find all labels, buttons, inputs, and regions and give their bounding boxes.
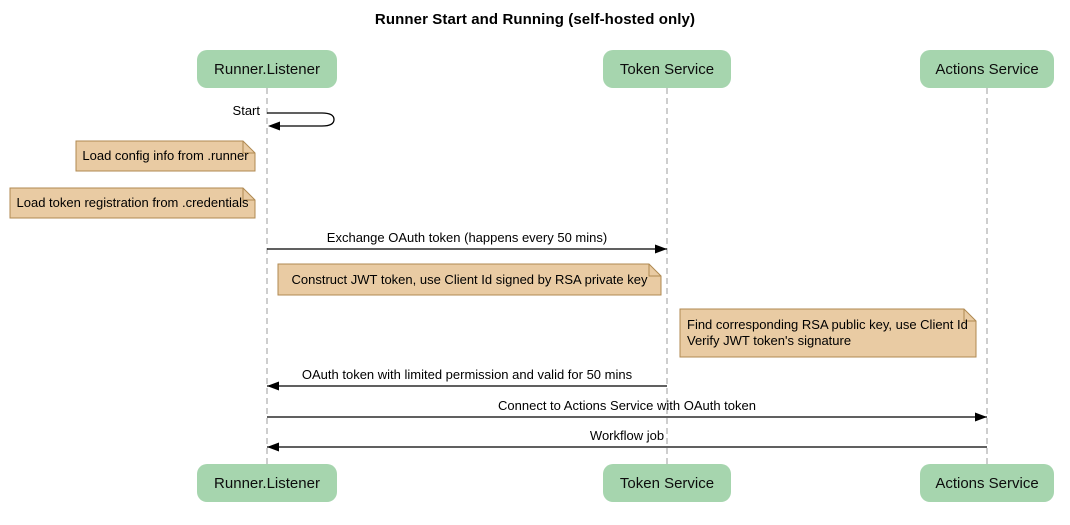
note-label-line: Find corresponding RSA public key, use C… [687,317,968,332]
diagram-title: Runner Start and Running (self-hosted on… [374,11,696,28]
note-label-line: Verify JWT token's signature [687,333,852,348]
arrowhead-icon [267,442,279,452]
participant-top-runner-listener: Runner.Listener [197,50,337,88]
note-shape [679,308,977,358]
arrowhead-icon [267,381,279,391]
arrowhead-icon [655,244,667,254]
arrowhead-icon [268,121,280,131]
note-label: Load token registration from .credential… [16,195,249,210]
note-fold-icon [242,188,255,201]
note-fold-icon [963,309,976,322]
participant-top-actions-service: Actions Service [920,50,1054,88]
self-message-label: Start [232,103,260,118]
note-label: Load config info from .runner [82,148,249,163]
note-label: Find corresponding RSA public key, use C… [680,309,976,357]
note-fold-icon [242,141,255,154]
self-message-loop [267,112,335,127]
participant-bottom-actions-service: Actions Service [920,464,1054,502]
arrowhead-icon [975,412,987,422]
note-shape [9,187,256,219]
note-label: Construct JWT token, use Client Id signe… [291,271,648,287]
participant-bottom-token-service: Token Service [603,464,731,502]
participant-bottom-runner-listener: Runner.Listener [197,464,337,502]
message-label: Workflow job [589,428,665,443]
note-fold-icon [648,264,661,277]
note-shape [277,263,662,296]
message-label: Connect to Actions Service with OAuth to… [498,398,756,413]
note-shape [75,140,256,172]
participant-top-token-service: Token Service [603,50,731,88]
message-label: Exchange OAuth token (happens every 50 m… [326,230,608,245]
message-label: OAuth token with limited permission and … [301,367,633,382]
